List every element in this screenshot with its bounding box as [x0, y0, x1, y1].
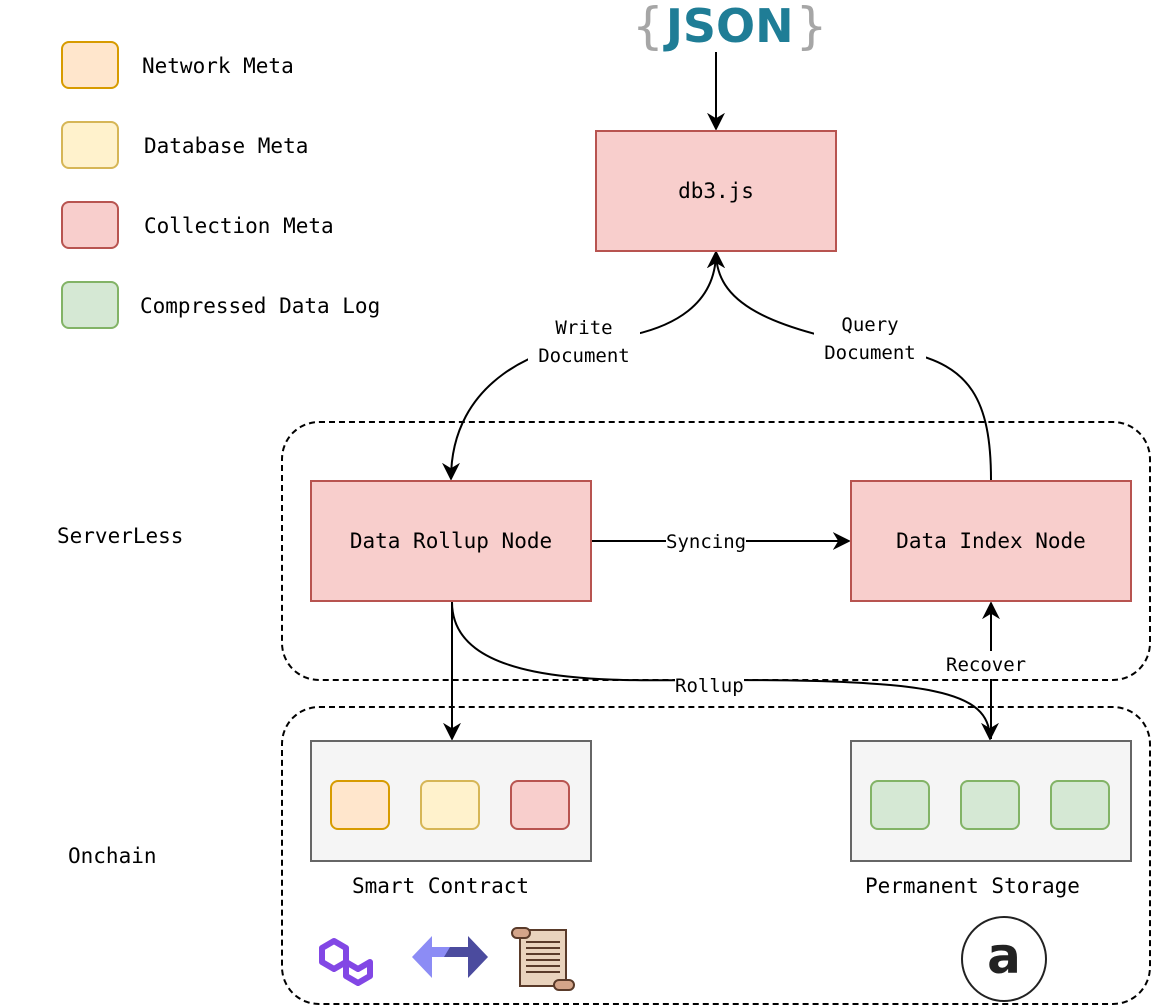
arrows-bridge-icon: [412, 936, 488, 978]
polygon-icon: [319, 938, 373, 986]
chip-data-log-2: [960, 780, 1020, 830]
json-logo-brace-close: }: [795, 0, 828, 55]
arweave-icon-letter: a: [987, 927, 1021, 985]
legend-swatch-network-meta: [61, 41, 119, 89]
chip-network-meta: [330, 780, 390, 830]
data-rollup-node: Data Rollup Node: [310, 480, 592, 602]
write-document-label-line1: Write: [555, 317, 613, 339]
scroll-icon: [511, 927, 575, 991]
chip-collection-meta: [510, 780, 570, 830]
legend-label-network-meta: Network Meta: [142, 54, 294, 78]
query-document-label: Query Document: [814, 311, 926, 367]
db3js-node-label: db3.js: [678, 179, 754, 203]
data-index-node-label: Data Index Node: [896, 529, 1086, 553]
write-document-label: Write Document: [528, 314, 640, 370]
query-document-label-line1: Query: [841, 314, 899, 336]
legend-swatch-compressed-data-log: [61, 281, 119, 329]
data-index-node: Data Index Node: [850, 480, 1132, 602]
syncing-label: Syncing: [666, 528, 747, 556]
json-logo-brace-open: {: [632, 0, 664, 55]
smart-contract-label: Smart Contract: [352, 874, 530, 898]
rollup-label: Rollup: [675, 672, 744, 700]
chip-database-meta: [420, 780, 480, 830]
serverless-label: ServerLess: [57, 524, 184, 548]
json-logo: { JSON }: [632, 0, 827, 56]
query-document-label-line2: Document: [824, 342, 916, 364]
legend-swatch-database-meta: [61, 121, 119, 169]
write-document-label-line2: Document: [538, 345, 630, 367]
recover-label: Recover: [946, 651, 1027, 679]
edge-rollup: [451, 601, 999, 741]
legend-label-collection-meta: Collection Meta: [144, 214, 334, 238]
onchain-label: Onchain: [68, 844, 157, 868]
chip-data-log-1: [870, 780, 930, 830]
permanent-storage-label: Permanent Storage: [865, 874, 1080, 898]
json-logo-word: JSON: [665, 0, 794, 53]
legend-label-compressed-data-log: Compressed Data Log: [140, 294, 381, 318]
data-rollup-node-label: Data Rollup Node: [349, 529, 553, 553]
onchain-zone: [281, 706, 1151, 1005]
legend-label-database-meta: Database Meta: [144, 134, 309, 158]
legend-swatch-collection-meta: [61, 201, 119, 249]
arweave-icon: a: [961, 916, 1047, 1002]
db3js-node: db3.js: [595, 130, 837, 252]
chip-data-log-3: [1050, 780, 1110, 830]
